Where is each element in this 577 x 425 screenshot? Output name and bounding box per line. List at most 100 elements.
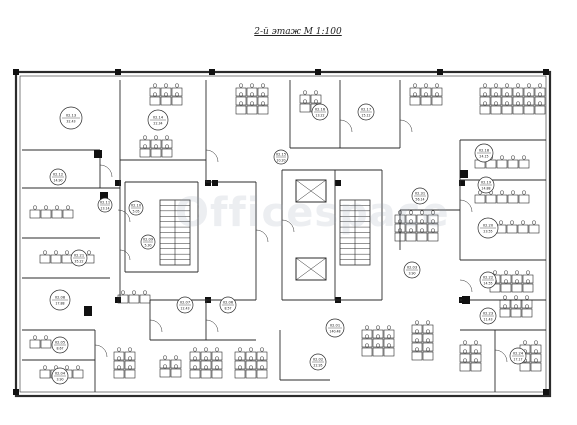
chair [515,92,521,97]
chair [127,356,133,361]
desk [29,339,41,349]
room-label-02.05: 02.058.67 [51,336,69,354]
chair [462,349,468,354]
chair [425,329,431,334]
desk [246,87,258,97]
chair [515,83,521,88]
elevator-cross [295,179,327,203]
elevator-cross [295,257,327,281]
desk [160,96,172,106]
room-area: 5.30 [144,244,151,248]
column [209,69,215,75]
desk [431,87,443,97]
desk [372,347,384,357]
chair [214,365,220,370]
desk [171,96,183,106]
room-area: 3.90 [56,378,63,382]
chair [248,347,254,352]
desk [235,105,247,115]
desk [245,351,257,361]
desk [394,232,406,242]
desk [246,105,258,115]
chair [302,90,308,95]
room-number: 02.11 [100,201,110,205]
desk [159,368,171,378]
desk [405,223,417,233]
chair [408,210,414,215]
desk [245,369,257,379]
chair [75,365,81,370]
chair [537,92,543,97]
desk [171,87,183,97]
room-area: 22.95 [313,364,322,368]
chair [64,250,70,255]
room-area: 17.88 [55,302,64,306]
desk [113,369,125,379]
room-number: 02.12 [53,173,63,177]
chair [513,295,519,300]
desk [499,308,511,318]
chair [260,83,266,88]
desk [139,139,151,149]
chair [163,92,169,97]
chair [163,83,169,88]
desk [409,87,421,97]
room-number: 02.09 [143,238,154,242]
desk [310,94,322,104]
chair [498,220,504,225]
chair [192,347,198,352]
room-number: 02.24 [513,352,524,356]
chair [414,320,420,325]
chair [412,92,418,97]
chair [504,92,510,97]
desk [257,87,269,97]
room-number: 02.19 [481,181,492,185]
chair [152,83,158,88]
chair [502,304,508,309]
room-number: 02.04 [55,372,66,376]
chair [509,220,515,225]
desk [517,224,529,234]
chair [425,338,431,343]
room-area: 32.43 [66,120,75,124]
chair [260,92,266,97]
room-area: 17.17 [513,358,522,362]
room-number: 02.18 [479,149,490,153]
desk [150,148,162,158]
chair [127,347,133,352]
chair [152,92,158,97]
door-swing [459,279,473,293]
desk [246,96,258,106]
chair [162,355,168,360]
desk [211,360,223,370]
desk [411,351,423,361]
room-number: 02.08 [55,296,66,300]
chair [521,155,527,160]
column [115,69,121,75]
desk [257,105,269,115]
chair [32,205,38,210]
desk [361,338,373,348]
door-swing [149,319,163,333]
desk [113,351,125,361]
desk [405,232,417,242]
chair [525,279,531,284]
room-area: 8.67 [56,347,63,351]
room-number: 02.01 [330,324,340,328]
desk [459,362,471,372]
column [543,69,549,75]
chair [65,205,71,210]
chair [525,270,531,275]
plan-title: 2-й этаж М 1:100 [254,27,342,37]
chair [513,304,519,309]
desk [510,308,522,318]
desk [528,224,540,234]
desk [512,87,524,97]
room-area: 8.57 [224,307,231,311]
